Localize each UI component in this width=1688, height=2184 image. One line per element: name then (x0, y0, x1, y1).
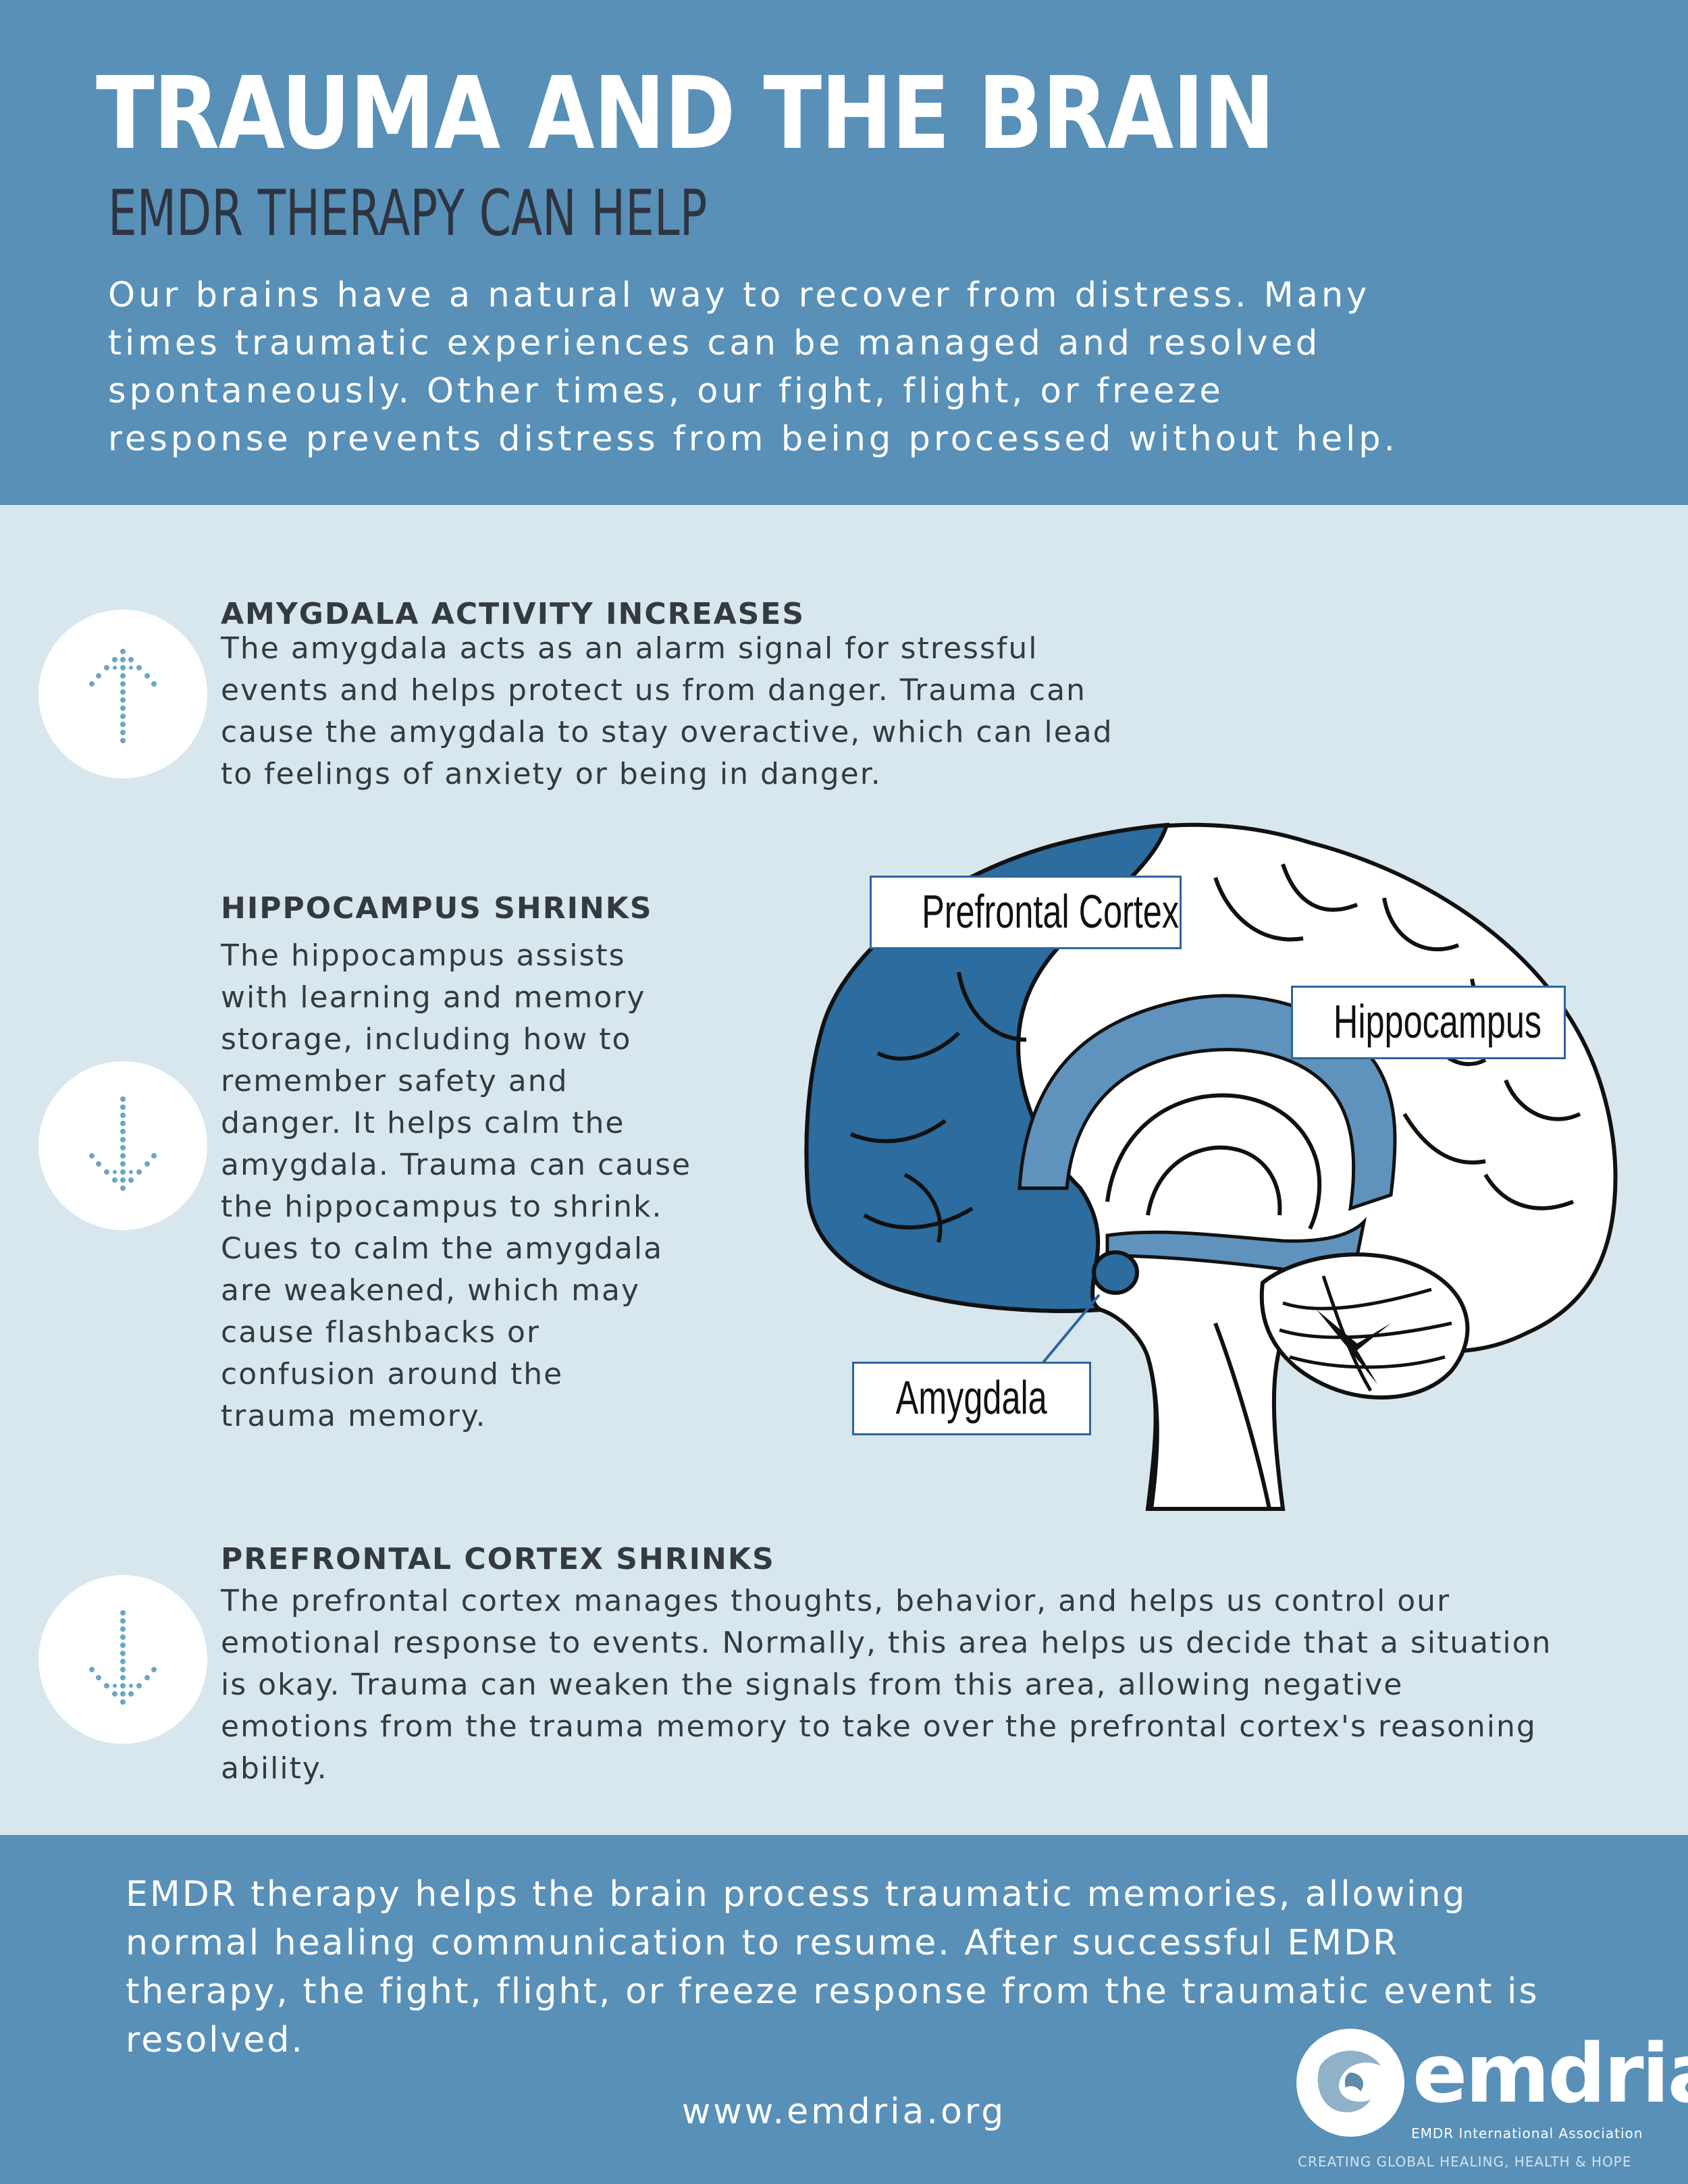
intro-line: Our brains have a natural way to recover… (108, 275, 1371, 315)
amygdala-region (1092, 1250, 1139, 1295)
emdria-logo-wordmark: emdria (1413, 2027, 1688, 2121)
logo-subtitle: EMDR International Association (1411, 2125, 1643, 2141)
label-amygdala: Amygdala (852, 1362, 1091, 1435)
body-line: ability. (221, 1751, 328, 1786)
page-title: TRAUMA AND THE BRAIN (96, 55, 1275, 171)
section-body-amygdala: The amygdala acts as an alarm signal for… (221, 628, 1113, 795)
intro-paragraph: Our brains have a natural way to recover… (108, 271, 1607, 463)
body-line: The amygdala acts as an alarm signal for… (221, 631, 1038, 666)
body-line: emotional response to events. Normally, … (221, 1626, 1552, 1660)
closing-line: normal healing communication to resume. … (126, 1923, 1400, 1963)
intro-line: spontaneously. Other times, our fight, f… (108, 371, 1224, 411)
body-line: The hippocampus assists (221, 938, 626, 973)
intro-line: times traumatic experiences can be manag… (108, 323, 1321, 363)
section-heading-hippocampus: HIPPOCAMPUS SHRINKS (221, 891, 653, 926)
body-line: confusion around the (221, 1357, 564, 1391)
section-body-prefrontal: The prefrontal cortex manages thoughts, … (221, 1580, 1552, 1790)
page-subtitle: EMDR THERAPY CAN HELP (108, 177, 708, 250)
body-line: to feelings of anxiety or being in dange… (221, 757, 882, 791)
logo-tagline: CREATING GLOBAL HEALING, HEALTH & HOPE (1298, 2154, 1632, 2170)
body-line: the hippocampus to shrink. (221, 1190, 663, 1224)
body-line: emotions from the trauma memory to take … (221, 1709, 1537, 1744)
intro-line: response prevents distress from being pr… (108, 419, 1398, 459)
body-line: danger. It helps calm the (221, 1106, 625, 1140)
arrow-down-icon (38, 1061, 207, 1230)
section-heading-amygdala: AMYGDALA ACTIVITY INCREASES (221, 597, 806, 631)
body-line: with learning and memory (221, 980, 646, 1015)
footer-panel (0, 1835, 1688, 2184)
label-prefrontal-cortex: Prefrontal Cortex (870, 876, 1182, 949)
label-hippocampus: Hippocampus (1291, 986, 1566, 1059)
arrow-down-icon (38, 1575, 207, 1744)
closing-line: therapy, the fight, flight, or freeze re… (126, 1971, 1539, 2012)
closing-line: EMDR therapy helps the brain process tra… (126, 1874, 1467, 1915)
body-line: Cues to calm the amygdala (221, 1231, 664, 1266)
section-body-hippocampus: The hippocampus assists with learning an… (221, 935, 691, 1437)
section-heading-prefrontal: PREFRONTAL CORTEX SHRINKS (221, 1542, 775, 1576)
body-line: remember safety and (221, 1064, 569, 1098)
hippocampus-tail (1105, 1217, 1367, 1273)
body-line: cause flashbacks or (221, 1315, 540, 1350)
body-line: storage, including how to (221, 1022, 632, 1057)
body-line: is okay. Trauma can weaken the signals f… (221, 1668, 1404, 1702)
arrow-up-icon (38, 610, 207, 778)
closing-line: resolved. (126, 2020, 305, 2060)
website-link[interactable]: www.emdria.org (681, 2092, 1007, 2132)
body-line: The prefrontal cortex manages thoughts, … (221, 1584, 1451, 1618)
closing-paragraph: EMDR therapy helps the brain process tra… (126, 1870, 1611, 2065)
body-line: amygdala. Trauma can cause (221, 1148, 692, 1182)
body-line: are weakened, which may (221, 1273, 641, 1308)
emdria-logo-icon (1296, 2029, 1404, 2137)
body-line: cause the amygdala to stay overactive, w… (221, 715, 1113, 749)
body-line: trauma memory. (221, 1399, 487, 1433)
body-line: events and helps protect us from danger.… (221, 673, 1086, 708)
header-panel (0, 0, 1688, 505)
